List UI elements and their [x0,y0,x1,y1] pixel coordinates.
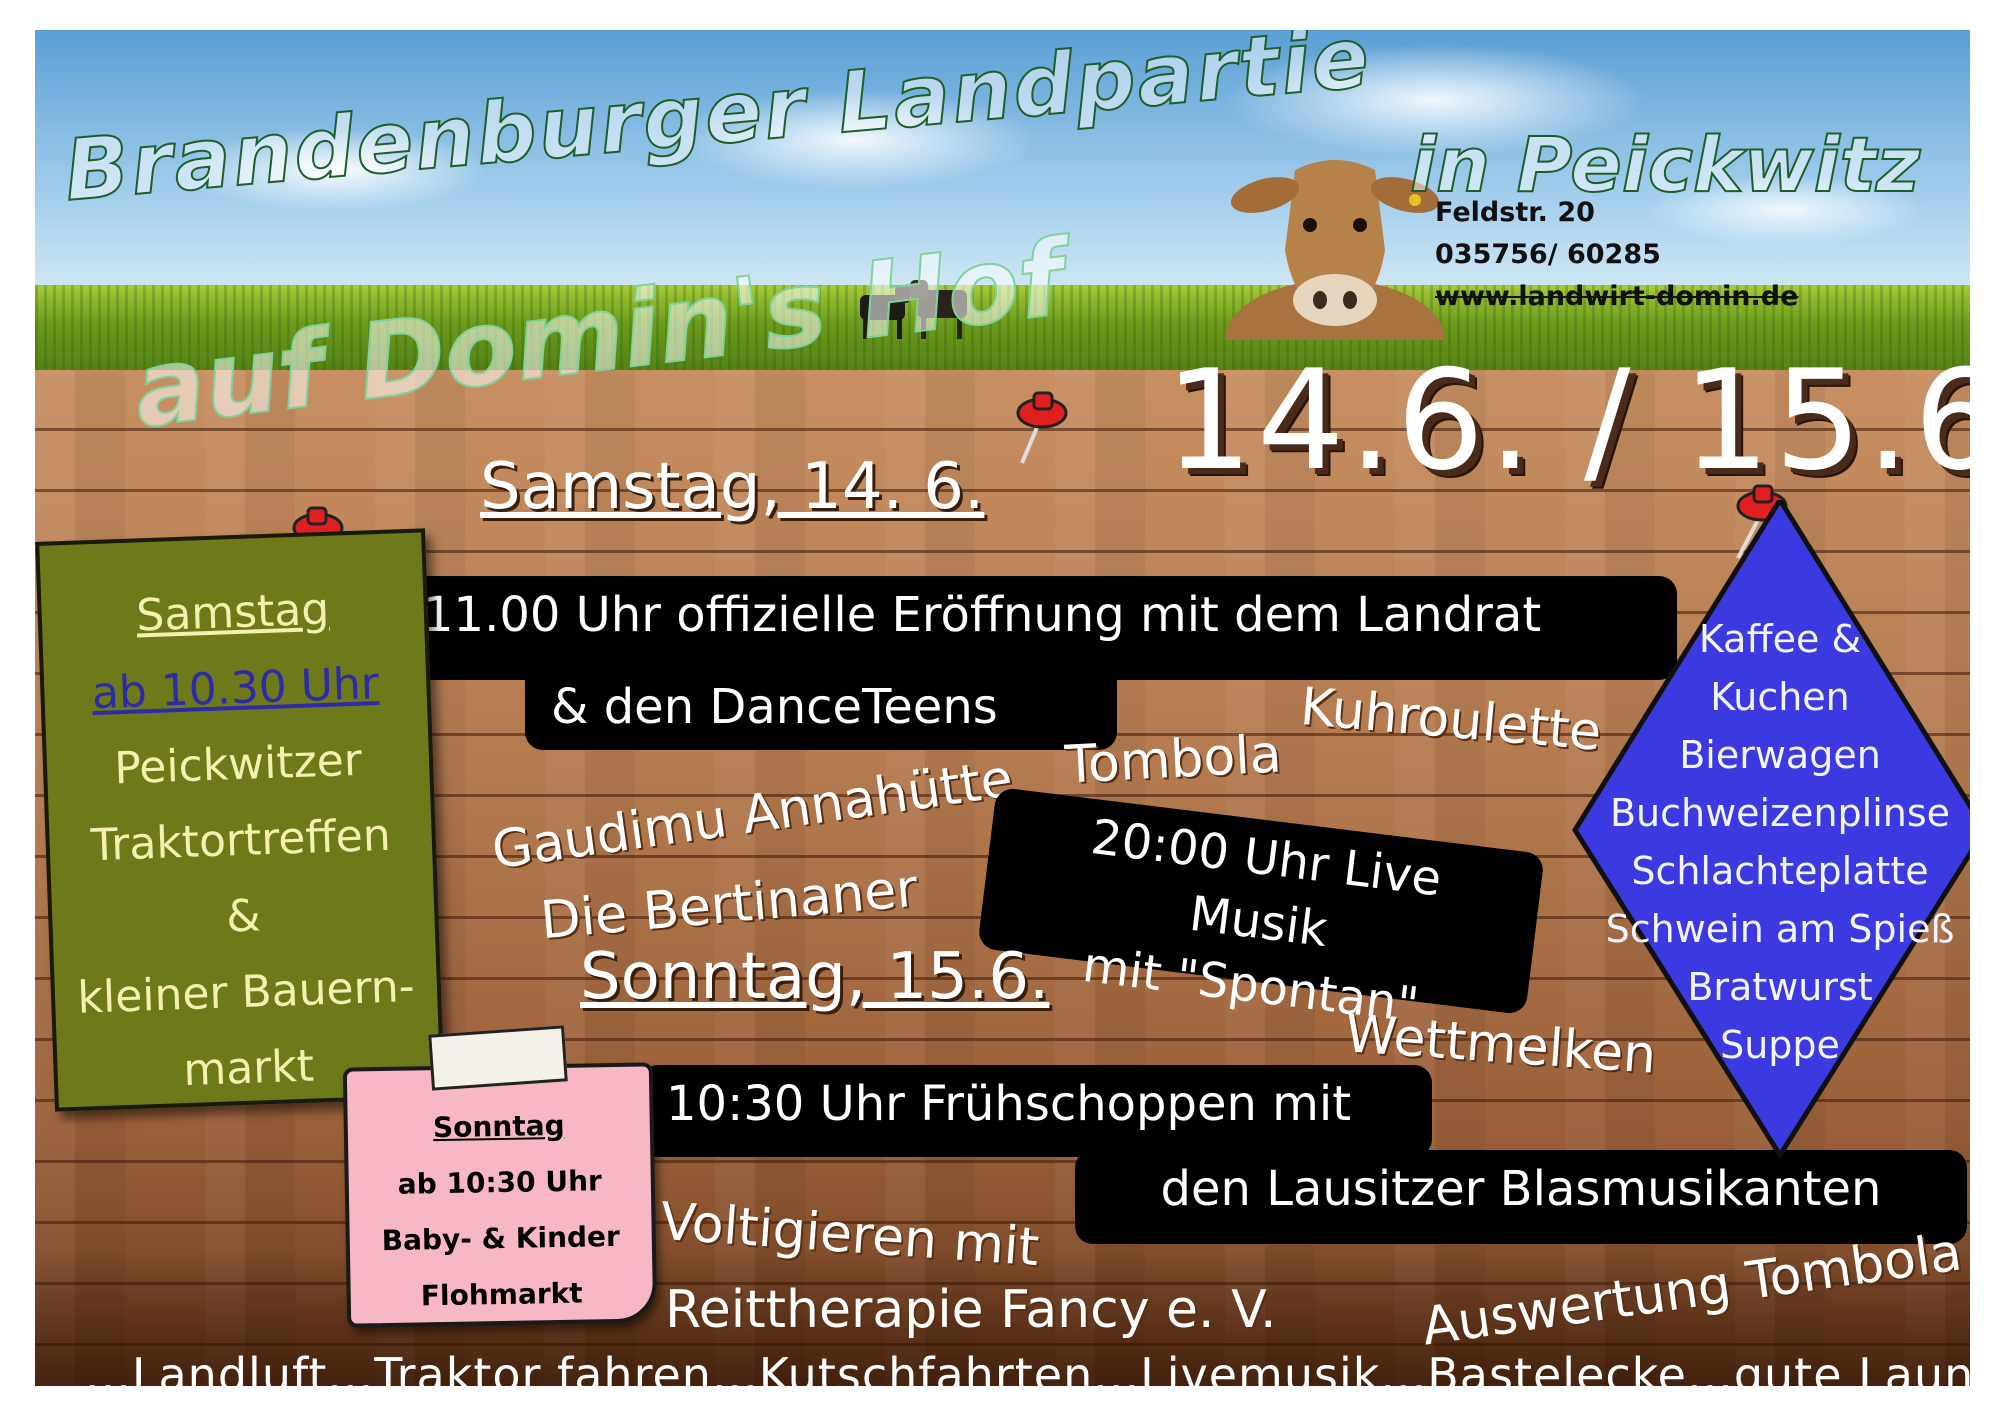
saturday-opening-line2: & den DanceTeens [551,679,998,735]
menu-diamond [1572,500,1970,1160]
cow-icon [1225,160,1445,340]
menu-item: Bierwagen [1679,733,1881,777]
menu-item: Kaffee & [1698,617,1862,661]
footer-tagline: ...Landluft...Traktor fahren...Kutschfah… [85,1348,1970,1386]
green-note-line2: ab 10.30 Uhr [91,658,380,720]
green-note-line5: & [225,890,262,943]
pink-note-line4: Flohmarkt [420,1276,583,1313]
saturday-opening-line1: 11.00 Uhr offizielle Eröffnung mit dem L… [423,587,1542,643]
saturday-tractor-note: Samstag ab 10.30 Uhr Peickwitzer Traktor… [35,528,445,1112]
sunday-box-2: den Lausitzer Blasmusikanten [1075,1150,1967,1244]
tape-icon [428,1025,568,1091]
menu-item: Suppe [1720,1023,1840,1067]
sunday-line1: 10:30 Uhr Frühschoppen mit [666,1076,1352,1132]
event-location: in Peickwitz [1409,119,1921,210]
sunday-box-1: 10:30 Uhr Frühschoppen mit [640,1065,1432,1157]
field-background [35,285,1970,380]
activity-tombola: Tombola [1063,724,1283,796]
saturday-opening-box: 11.00 Uhr offizielle Eröffnung mit dem L… [397,576,1677,680]
saturday-opening-box-2: & den DanceTeens [525,668,1117,750]
food-menu: Kaffee & Kuchen Bierwagen Buchweizenplin… [1580,610,1970,1074]
contact-street: Feldstr. 20 [1435,197,1595,228]
menu-item: Kuchen [1710,675,1850,719]
menu-item: Buchweizenplinse [1609,791,1951,835]
contact-info: Feldstr. 20 035756/ 60285 www.landwirt-d… [1435,192,1798,318]
menu-item: Schwein am Spieß [1605,907,1955,951]
pink-note-line2: ab 10:30 Uhr [397,1164,603,1201]
poster: Brandenburger Landpartie in Peickwitz Fe… [35,30,1970,1386]
green-note-line4: Traktortreffen [89,809,392,872]
pink-note-line3: Baby- & Kinder [381,1219,621,1258]
menu-item: Schlachteplatte [1631,849,1929,893]
menu-item: Bratwurst [1687,965,1873,1009]
green-note-line6: kleiner Bauern- [76,961,416,1024]
pushpin-icon [1016,391,1068,464]
sunday-heading: Sonntag, 15.6. [580,940,1050,1014]
green-note-line1: Samstag [135,583,330,642]
pink-note-line1: Sonntag [432,1108,565,1145]
sunday-fleamarket-note: Sonntag ab 10:30 Uhr Baby- & Kinder Floh… [342,1062,658,1328]
sky-background [35,30,1970,330]
contact-website[interactable]: www.landwirt-domin.de [1435,281,1799,312]
saturday-heading: Samstag, 14. 6. [480,450,985,524]
green-note-line3: Peickwitzer [113,734,363,795]
contact-phone: 035756/ 60285 [1435,239,1661,270]
sunday-line2: den Lausitzer Blasmusikanten [1160,1161,1882,1217]
small-cows-icon [860,280,967,339]
activity-reittherapie: Reittherapie Fancy e. V. [665,1280,1277,1340]
event-dates: 14.6. / 15.6. [1165,340,1970,501]
